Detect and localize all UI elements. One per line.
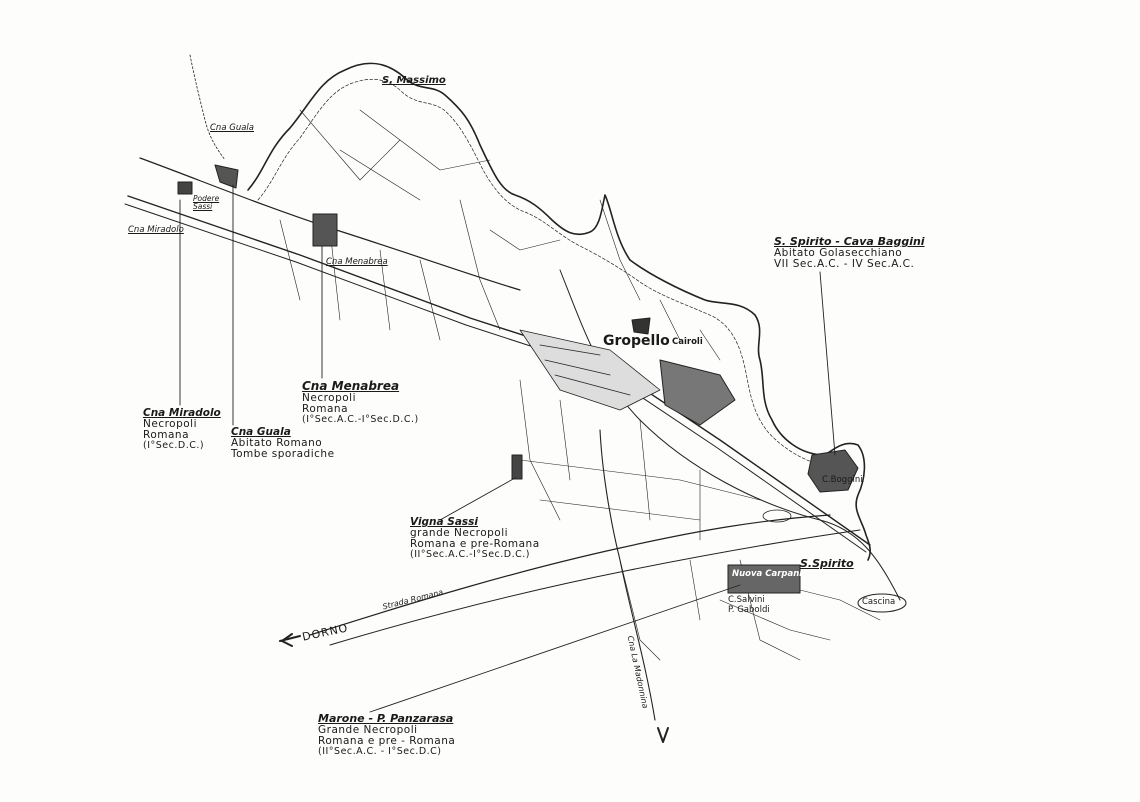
place-c-salvini: C.Salvini [728,595,765,605]
gropello-town [519,329,661,411]
place-c-boggini: C.Boggini [822,475,863,485]
site-carpani-area [727,564,801,594]
site-desc-line: (I°Sec.D.C.) [143,440,205,452]
site-desc-line: Abitato Romano [231,437,323,450]
place-cascina: Cascina [862,597,896,607]
site-label-s-spirito: S. Spirito - Cava Baggini Abitato Golase… [774,236,925,270]
site-desc-line: Necropoli [302,391,357,404]
place-cairoli: Cairoli [672,337,703,347]
site-vigna-sassi-area [511,454,523,480]
site-desc-line: (II°Sec.A.C.-I°Sec.D.C.) [410,549,530,561]
site-desc-line: Tombe sporadiche [231,448,335,461]
place-podere-sassi: Podere Sassi [193,194,220,211]
site-label-vigna-sassi: Vigna Sassi grande Necropoli Romana e pr… [410,516,540,561]
site-desc-line: Romana e pre-Romana [410,538,540,551]
railway-parallel [124,203,867,553]
site-cairoli-field [659,359,736,426]
cascina-oval [857,593,907,613]
place-gropello: Gropello [603,333,670,349]
terrace-edge [247,62,871,561]
marker-oval [762,509,792,523]
place-cna-miradolo: Cna Miradolo [128,225,184,235]
strada-romana [329,529,861,646]
site-title: Cna Menabrea [302,379,400,393]
field-parcels [279,109,881,661]
place-cna-guala: Cna Guala [210,123,254,133]
madonnina-arrow [657,727,669,743]
site-label-guala: Cna Guala Abitato Romano Tombe sporadich… [231,426,335,461]
place-cna-menabrea: Cna Menabrea [326,257,388,267]
site-podere-sassi-area [177,181,193,195]
site-desc-line: (II°Sec.A.C. - I°Sec.D.C) [318,745,442,757]
terrace-edge-inner [257,78,827,467]
site-desc-line: Abitato Golasecchiano [774,246,903,259]
leader-lines [179,184,836,713]
site-label-miradolo: Cna Miradolo Necropoli Romana (I°Sec.D.C… [143,407,221,452]
site-menabrea-area [312,213,338,247]
site-title: Cna Guala [231,426,291,438]
site-guala-area [214,164,239,189]
site-label-menabrea: Cna Menabrea Necropoli Romana (I°Sec.A.C… [302,380,419,425]
road-to-dorno [309,514,831,636]
place-p-gaboldi: P. Gaboldi [728,605,770,615]
creek [189,54,226,161]
site-desc-line: Romana [143,429,189,442]
site-title: Cna Miradolo [143,407,221,419]
place-nuova-carpani: Nuova Carpani [732,569,803,579]
site-label-marone: Marone - P. Panzarasa Grande Necropoli R… [318,713,455,757]
site-desc-line: Romana [302,402,348,415]
site-desc-line: Romana e pre - Romana [318,734,456,747]
site-desc-line: Necropoli [143,418,198,431]
site-cairoli-area [631,317,651,335]
site-title: S. Spirito - Cava Baggini [774,235,925,248]
place-s-spirito: S.Spirito [800,557,854,570]
railway [127,195,871,546]
site-desc-line: grande Necropoli [410,527,509,540]
dorno-arrow [279,633,301,647]
site-desc-line: Grande Necropoli [318,723,418,736]
site-desc-line: VII Sec.A.C. - IV Sec.A.C. [774,257,915,270]
site-title: Vigna Sassi [410,516,479,528]
site-title: Marone - P. Panzarasa [318,712,454,725]
site-desc-line: (I°Sec.A.C.-I°Sec.D.C.) [302,413,419,425]
place-s-massimo: S. Massimo [382,75,446,86]
site-boggini-area [807,449,859,493]
